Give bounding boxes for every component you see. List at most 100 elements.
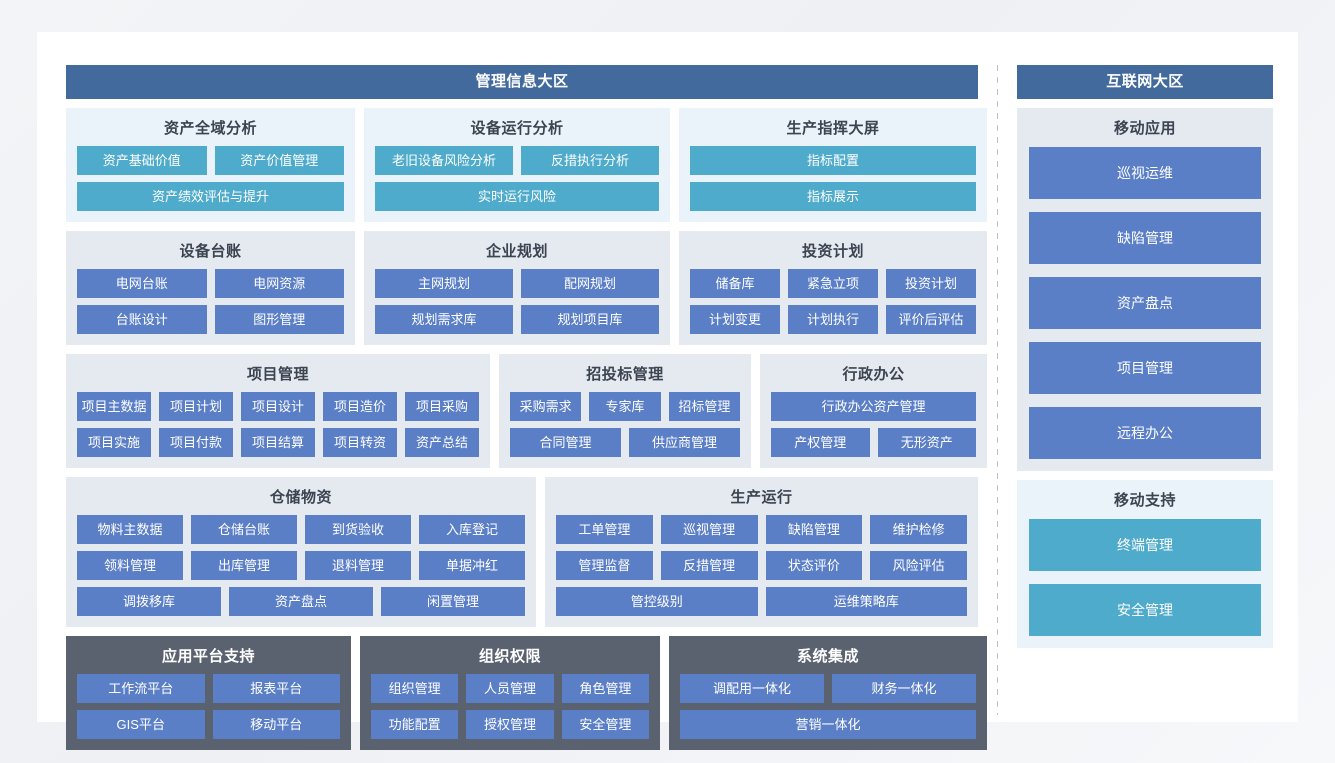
group-application-platform-support: 应用平台支持 工作流平台 报表平台 GIS平台 移动平台 — [66, 636, 351, 750]
tile-main-grid-plan[interactable]: 主网规划 — [375, 269, 513, 298]
tile-asset-inventory-mobile[interactable]: 资产盘点 — [1029, 277, 1261, 329]
internet-zone-title: 互联网大区 — [1017, 65, 1273, 99]
group-title: 仓储物资 — [269, 489, 332, 506]
tile-project-cost[interactable]: 项目造价 — [323, 392, 397, 421]
tile-security-mgmt[interactable]: 安全管理 — [561, 710, 649, 739]
tile-asset-base-value[interactable]: 资产基础价值 — [77, 146, 207, 175]
tile-risk-assessment[interactable]: 风险评估 — [870, 551, 967, 580]
tile-defect-mgmt-mobile[interactable]: 缺陷管理 — [1029, 212, 1261, 264]
tile-goods-acceptance[interactable]: 到货验收 — [305, 515, 411, 544]
tile-finance-integration[interactable]: 财务一体化 — [832, 674, 976, 703]
tile-reserve-lib[interactable]: 储备库 — [690, 269, 780, 298]
tile-row: 指标配置 — [690, 146, 976, 175]
group-title: 移动应用 — [1113, 120, 1176, 137]
tile-workflow-platform[interactable]: 工作流平台 — [77, 674, 205, 703]
tile-project-mgmt-mobile[interactable]: 项目管理 — [1029, 342, 1261, 394]
tile-project-design[interactable]: 项目设计 — [241, 392, 315, 421]
tile-row: 物料主数据 仓储台账 到货验收 入库登记 — [77, 515, 525, 544]
tile-picking-mgmt[interactable]: 领料管理 — [77, 551, 183, 580]
tile-post-evaluation[interactable]: 评价后评估 — [886, 305, 976, 334]
tile-realtime-risk[interactable]: 实时运行风险 — [375, 182, 659, 211]
tile-material-return[interactable]: 退料管理 — [305, 551, 411, 580]
tile-idle-mgmt[interactable]: 闲置管理 — [381, 587, 525, 616]
tile-inspection-ops[interactable]: 巡视运维 — [1029, 147, 1261, 199]
tile-row: 项目实施 项目付款 项目结算 项目转资 资产总结 — [77, 428, 479, 457]
tile-asset-value-mgmt[interactable]: 资产价值管理 — [214, 146, 344, 175]
tile-plan-execution[interactable]: 计划执行 — [788, 305, 878, 334]
tile-supplier-mgmt[interactable]: 供应商管理 — [629, 428, 740, 457]
tile-material-master-data[interactable]: 物料主数据 — [77, 515, 183, 544]
tile-asset-inventory[interactable]: 资产盘点 — [229, 587, 373, 616]
tile-distribution-plan[interactable]: 配网规划 — [521, 269, 659, 298]
tile-project-master-data[interactable]: 项目主数据 — [77, 392, 151, 421]
tile-asset-performance[interactable]: 资产绩效评估与提升 — [77, 182, 344, 211]
tile-remote-office[interactable]: 远程办公 — [1029, 407, 1261, 459]
tile-asset-summary[interactable]: 资产总结 — [405, 428, 479, 457]
tile-inbound-registration[interactable]: 入库登记 — [419, 515, 525, 544]
tile-graphic-mgmt[interactable]: 图形管理 — [214, 305, 344, 334]
tile-plan-demand-lib[interactable]: 规划需求库 — [375, 305, 513, 334]
tile-expert-lib[interactable]: 专家库 — [589, 392, 661, 421]
tile-ops-strategy-lib[interactable]: 运维策略库 — [765, 587, 967, 616]
tile-gis-platform[interactable]: GIS平台 — [77, 710, 205, 739]
tile-transfer-relocation[interactable]: 调拨移库 — [77, 587, 221, 616]
tile-defect-mgmt[interactable]: 缺陷管理 — [765, 515, 863, 544]
tile-control-level[interactable]: 管控级别 — [556, 587, 758, 616]
tile-dispatch-integration[interactable]: 调配用一体化 — [680, 674, 824, 703]
tile-indicator-display[interactable]: 指标展示 — [690, 182, 976, 211]
tile-status-evaluation[interactable]: 状态评价 — [765, 551, 863, 580]
band-ledger-planning: 设备台账 电网台账 电网资源 台账设计 图形管理 企业规划 — [66, 231, 987, 345]
tile-grid-resource[interactable]: 电网资源 — [214, 269, 344, 298]
tile-project-transfer[interactable]: 项目转资 — [323, 428, 397, 457]
tile-row: 指标展示 — [690, 182, 976, 211]
tile-countermeasure-mgmt[interactable]: 反措管理 — [660, 551, 758, 580]
tile-outbound-mgmt[interactable]: 出库管理 — [191, 551, 297, 580]
tile-personnel-mgmt[interactable]: 人员管理 — [466, 674, 554, 703]
tile-project-payment[interactable]: 项目付款 — [159, 428, 233, 457]
tile-project-settlement[interactable]: 项目结算 — [241, 428, 315, 457]
tile-row: 储备库 紧急立项 投资计划 — [690, 269, 976, 298]
tile-project-implementation[interactable]: 项目实施 — [77, 428, 151, 457]
tile-function-config[interactable]: 功能配置 — [371, 710, 459, 739]
tile-project-plan[interactable]: 项目计划 — [159, 392, 233, 421]
tile-emergency-project[interactable]: 紧急立项 — [788, 269, 878, 298]
tile-inspection-mgmt[interactable]: 巡视管理 — [660, 515, 758, 544]
tile-plan-change[interactable]: 计划变更 — [690, 305, 780, 334]
tile-old-equipment-risk[interactable]: 老旧设备风险分析 — [375, 146, 513, 175]
tile-marketing-integration[interactable]: 营销一体化 — [680, 710, 976, 739]
tile-terminal-mgmt[interactable]: 终端管理 — [1029, 519, 1261, 571]
tile-intangible-assets[interactable]: 无形资产 — [877, 428, 976, 457]
tile-property-rights[interactable]: 产权管理 — [771, 428, 870, 457]
tile-management-supervision[interactable]: 管理监督 — [556, 551, 653, 580]
tile-admin-asset-mgmt[interactable]: 行政办公资产管理 — [771, 392, 976, 421]
tile-investment-plan[interactable]: 投资计划 — [886, 269, 976, 298]
tile-maintenance-repair[interactable]: 维护检修 — [870, 515, 967, 544]
tile-row: 组织管理 人员管理 角色管理 — [371, 674, 649, 703]
tile-report-platform[interactable]: 报表平台 — [212, 674, 340, 703]
tile-project-procurement[interactable]: 项目采购 — [405, 392, 479, 421]
tile-row: 功能配置 授权管理 安全管理 — [371, 710, 649, 739]
tile-procurement-demand[interactable]: 采购需求 — [510, 392, 582, 421]
tile-organization-mgmt[interactable]: 组织管理 — [371, 674, 459, 703]
group-title: 设备台账 — [179, 243, 242, 260]
tile-security-mgmt-mobile[interactable]: 安全管理 — [1029, 584, 1261, 636]
tile-indicator-config[interactable]: 指标配置 — [690, 146, 976, 175]
tile-row: 实时运行风险 — [375, 182, 659, 211]
tile-row: 行政办公资产管理 — [771, 392, 976, 421]
tile-contract-mgmt[interactable]: 合同管理 — [510, 428, 621, 457]
tile-bidding-mgmt[interactable]: 招标管理 — [668, 392, 740, 421]
tile-grid-ledger[interactable]: 电网台账 — [77, 269, 207, 298]
tile-document-reversal[interactable]: 单据冲红 — [419, 551, 525, 580]
architecture-layout: 管理信息大区 资产全域分析 资产基础价值 资产价值管理 资产绩效评估与提升 — [66, 65, 1290, 750]
tile-authorization-mgmt[interactable]: 授权管理 — [466, 710, 554, 739]
tile-role-mgmt[interactable]: 角色管理 — [561, 674, 649, 703]
tile-ledger-design[interactable]: 台账设计 — [77, 305, 207, 334]
tile-warehouse-ledger[interactable]: 仓储台账 — [191, 515, 297, 544]
tile-row: 合同管理 供应商管理 — [510, 428, 740, 457]
tile-countermeasure-analysis[interactable]: 反措执行分析 — [521, 146, 659, 175]
tile-mobile-platform[interactable]: 移动平台 — [212, 710, 340, 739]
group-organization-permission: 组织权限 组织管理 人员管理 角色管理 功能配置 授权管理 安全管理 — [360, 636, 660, 750]
tile-work-order-mgmt[interactable]: 工单管理 — [556, 515, 653, 544]
tile-plan-project-lib[interactable]: 规划项目库 — [521, 305, 659, 334]
